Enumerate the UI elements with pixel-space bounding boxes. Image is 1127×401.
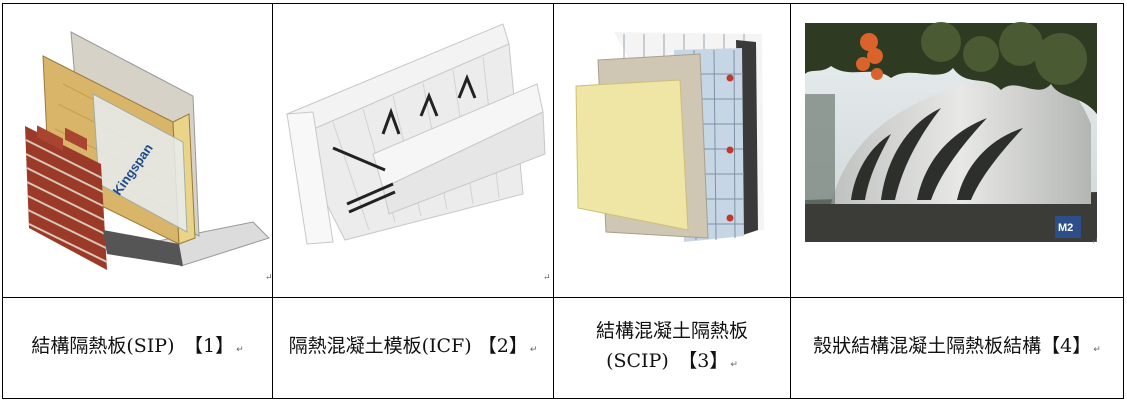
image-cell-scip [553,3,791,298]
caption-line-2: (SCIP) 【3】 [606,350,729,372]
sip-wall-illustration: Kingspan [25,31,271,283]
caption-line: 結構混凝土隔熱板 [595,320,748,342]
figure-table: Kingspan [2,3,1124,399]
return-mark: ↵ [1091,237,1099,247]
caption-shell: 殼狀結構混凝土隔熱板結構【4】↵ [790,297,1124,399]
caption-line: 殼狀結構混凝土隔熱板結構【4】 [813,335,1092,357]
caption-line: 隔熱混凝土模板(ICF) 【2】 [288,335,528,357]
return-mark: ↵ [730,360,738,370]
caption-sip: 結構隔熱板(SIP) 【1】↵ [2,297,273,399]
return-mark: ↵ [236,345,244,355]
logo-text: M2 [1058,222,1073,234]
scip-panel-illustration [575,32,764,242]
return-mark: ↵ [529,345,538,355]
caption-icf: 隔熱混凝土模板(ICF) 【2】↵ [272,297,554,399]
return-mark: ↵ [1093,345,1101,355]
caption-scip: 結構混凝土隔熱板 (SCIP) 【3】↵ [553,297,791,399]
image-cell-icf: ↵ [272,3,554,298]
image-cell-sip: Kingspan [2,3,273,298]
icf-block-illustration: ↵ [286,23,551,283]
image-cell-shell: M2 ↵ [790,3,1124,298]
caption-line: 結構隔熱板(SIP) 【1】 [31,335,235,357]
return-mark: ↵ [265,273,271,283]
return-mark: ↵ [543,273,551,283]
brick-veneer [25,125,108,270]
shell-building-photo: M2 ↵ [805,22,1099,247]
